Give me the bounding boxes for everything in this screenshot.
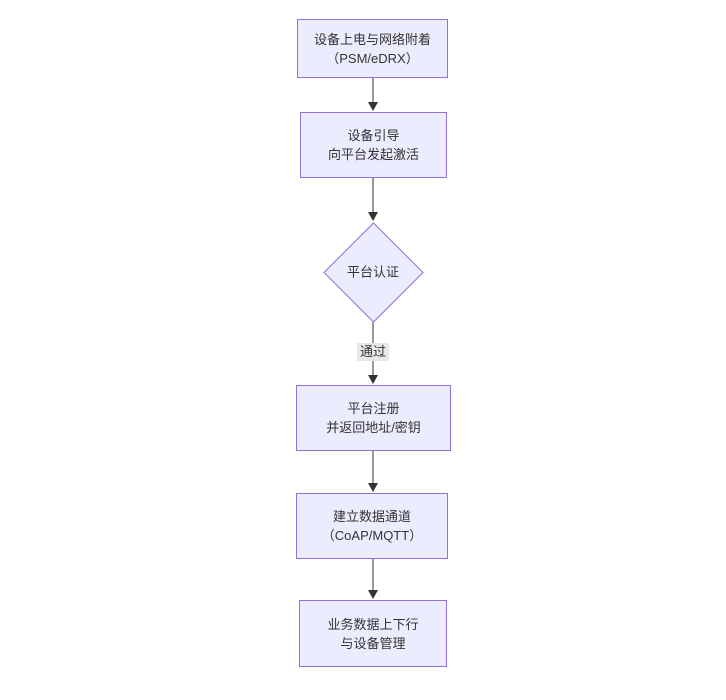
node-label-line: （CoAP/MQTT） [321, 528, 423, 543]
arrowhead-icon [368, 375, 378, 384]
edge-label-pass: 通过 [356, 343, 390, 361]
node-data-channel: 建立数据通道 （CoAP/MQTT） [296, 493, 448, 559]
node-label-line: 平台认证 [346, 264, 400, 280]
arrowhead-icon [368, 483, 378, 492]
edge-bootstrap-to-auth [368, 178, 378, 221]
node-label-line: 建立数据通道 [332, 509, 411, 524]
node-label-line: 设备上电与网络附着 [313, 31, 431, 47]
node-label-line: 设备引导 [347, 128, 400, 143]
node-label-line: 向平台发起激活 [327, 147, 419, 162]
node-label-line: 并返回地址/密钥 [326, 420, 421, 435]
arrowhead-icon [368, 102, 378, 111]
edge-register-to-channel [368, 451, 378, 492]
arrowhead-icon [368, 212, 378, 221]
node-label-line: 与设备管理 [340, 635, 406, 651]
node-platform-auth-label: 平台认证 [347, 263, 399, 282]
node-business-data: 业务数据上下行 与设备管理 [299, 600, 447, 667]
edge-power-to-bootstrap [368, 78, 378, 111]
node-label-line: 业务数据上下行 [327, 616, 419, 632]
node-label-line: 平台注册 [347, 401, 400, 416]
node-power-attach: 设备上电与网络附着 （PSM/eDRX） [297, 19, 448, 78]
node-label-line: （PSM/eDRX） [326, 50, 419, 66]
arrowhead-icon [368, 590, 378, 599]
node-bootstrap: 设备引导 向平台发起激活 [300, 112, 447, 178]
edge-channel-to-business [368, 559, 378, 599]
node-platform-register: 平台注册 并返回地址/密钥 [296, 385, 451, 451]
